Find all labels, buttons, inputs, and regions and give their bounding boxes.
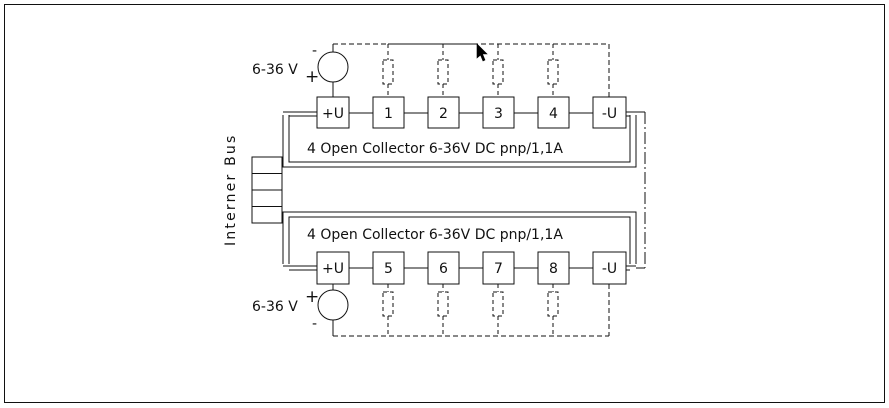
top-load-3 [492, 44, 504, 97]
bottom-terminal-plus-u: +U [316, 251, 350, 285]
top-terminal-plus-u: +U [316, 96, 350, 129]
bottom-source-plus: + [305, 287, 319, 307]
svg-text:1: 1 [384, 106, 393, 122]
svg-text:4: 4 [549, 106, 558, 122]
top-terminal-2: 2 [427, 96, 460, 129]
bottom-terminal-6: 6 [427, 251, 460, 285]
bottom-terminal-8: 8 [537, 251, 570, 285]
top-terminal-minus-u: -U [592, 96, 627, 129]
top-voltage-source [317, 51, 349, 83]
top-terminal-1: 1 [372, 96, 405, 129]
bottom-load-5 [382, 284, 394, 336]
top-source-plus: + [305, 67, 319, 87]
svg-text:-U: -U [602, 106, 617, 122]
top-load-1 [382, 44, 394, 97]
svg-text:-U: -U [602, 261, 617, 277]
bottom-load-6 [437, 284, 449, 336]
svg-text:3: 3 [494, 106, 503, 122]
bottom-module-caption: 4 Open Collector 6-36V DC pnp/1,1A [307, 227, 563, 243]
top-terminal-4: 4 [537, 96, 570, 129]
top-supply-label: 6-36 V [252, 62, 298, 78]
bottom-source-minus: - [312, 316, 317, 332]
top-terminal-3: 3 [482, 96, 515, 129]
bottom-terminal-7: 7 [482, 251, 515, 285]
bottom-voltage-source [317, 289, 349, 321]
svg-text:2: 2 [439, 106, 448, 122]
svg-text:8: 8 [549, 261, 558, 277]
top-module-border-inner [288, 115, 631, 163]
svg-text:5: 5 [384, 261, 393, 277]
outer-frame [4, 4, 885, 403]
top-load-2 [437, 44, 449, 97]
bottom-module-border-inner [288, 216, 631, 264]
svg-text:+U: +U [322, 106, 344, 122]
bottom-supply-label: 6-36 V [252, 299, 298, 315]
top-module-border-outer [282, 115, 637, 168]
top-load-4 [547, 44, 559, 97]
top-module-caption: 4 Open Collector 6-36V DC pnp/1,1A [307, 141, 563, 157]
bottom-terminal-minus-u: -U [592, 251, 627, 285]
bottom-load-7 [492, 284, 504, 336]
bottom-load-8 [547, 284, 559, 336]
svg-text:+U: +U [322, 261, 344, 277]
bottom-module-border-outer [282, 211, 637, 264]
top-source-minus: - [312, 43, 317, 59]
svg-text:7: 7 [494, 261, 503, 277]
internal-bus-connector [251, 156, 283, 224]
svg-text:6: 6 [439, 261, 448, 277]
mouse-cursor-icon [476, 43, 488, 62]
bottom-terminal-5: 5 [372, 251, 405, 285]
internal-bus-label: Interner Bus [223, 134, 239, 246]
